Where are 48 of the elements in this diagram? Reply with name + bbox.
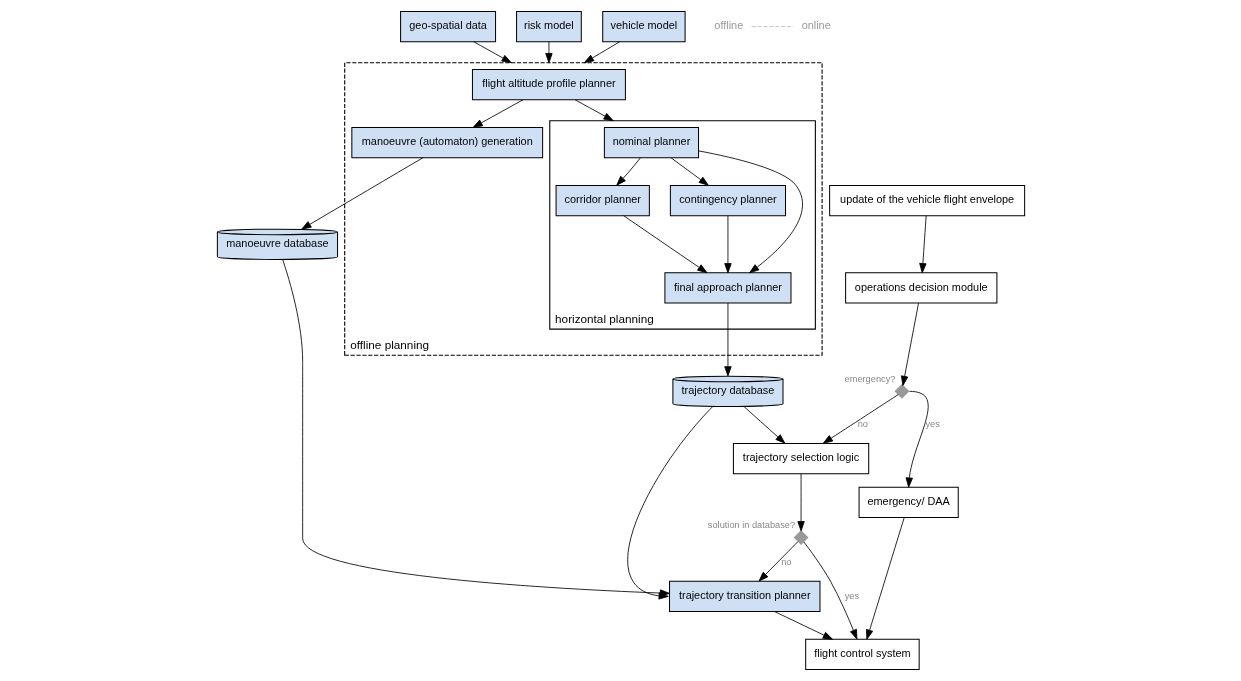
- node-box: contingency planner: [669, 184, 786, 217]
- arrow: [472, 41, 512, 64]
- arrow: [281, 259, 670, 597]
- arrow: [743, 406, 785, 444]
- arrow: [900, 302, 919, 386]
- arrow: [905, 390, 929, 488]
- node-label: emergency?: [844, 373, 895, 384]
- node-box: flight altitude profile planner: [471, 68, 626, 101]
- label: online: [801, 19, 831, 32]
- node-label: solution in database?: [707, 520, 795, 531]
- edge-label: yes: [924, 419, 940, 430]
- arrow: [773, 611, 833, 640]
- node-box: corridor planner: [555, 184, 650, 217]
- arrow: [670, 157, 709, 186]
- node-box: nominal planner: [603, 126, 699, 159]
- arrow: [822, 394, 899, 444]
- node-box: update of the vehicle flight envelope: [828, 184, 1025, 217]
- arrow: [697, 150, 803, 274]
- edge-label: no: [780, 557, 791, 568]
- node-diamond: [793, 530, 808, 546]
- node-box: trajectory selection logic: [732, 442, 869, 475]
- node-box: geo-spatial data: [399, 10, 496, 43]
- node-box: manoeuvre (automaton) generation: [350, 126, 543, 159]
- arrow: [758, 541, 798, 582]
- arrow: [723, 215, 732, 274]
- arrow: [615, 157, 641, 186]
- label: offline: [713, 19, 743, 32]
- node-box: flight control system: [804, 638, 920, 671]
- node-box: trajectory transition planner: [668, 580, 820, 613]
- arrow: [622, 215, 707, 274]
- node-diamond: [894, 383, 909, 399]
- node-box: operations decision module: [844, 272, 997, 304]
- arrow: [796, 473, 805, 532]
- edge-label: no: [857, 419, 868, 430]
- arrow: [723, 302, 732, 377]
- arrow: [300, 157, 423, 230]
- node-box: final approach planner: [663, 272, 791, 304]
- arrow: [574, 99, 614, 122]
- arrow: [583, 41, 620, 64]
- arrow: [918, 215, 927, 274]
- edge-label: yes: [844, 590, 859, 601]
- node-box: vehicle model: [601, 10, 686, 43]
- arrow: [802, 541, 857, 640]
- node-box: risk model: [515, 10, 582, 43]
- arrow: [865, 517, 905, 640]
- arrow: [472, 99, 523, 128]
- arrow: [544, 41, 553, 64]
- node-box: emergency/ DAA: [858, 486, 959, 518]
